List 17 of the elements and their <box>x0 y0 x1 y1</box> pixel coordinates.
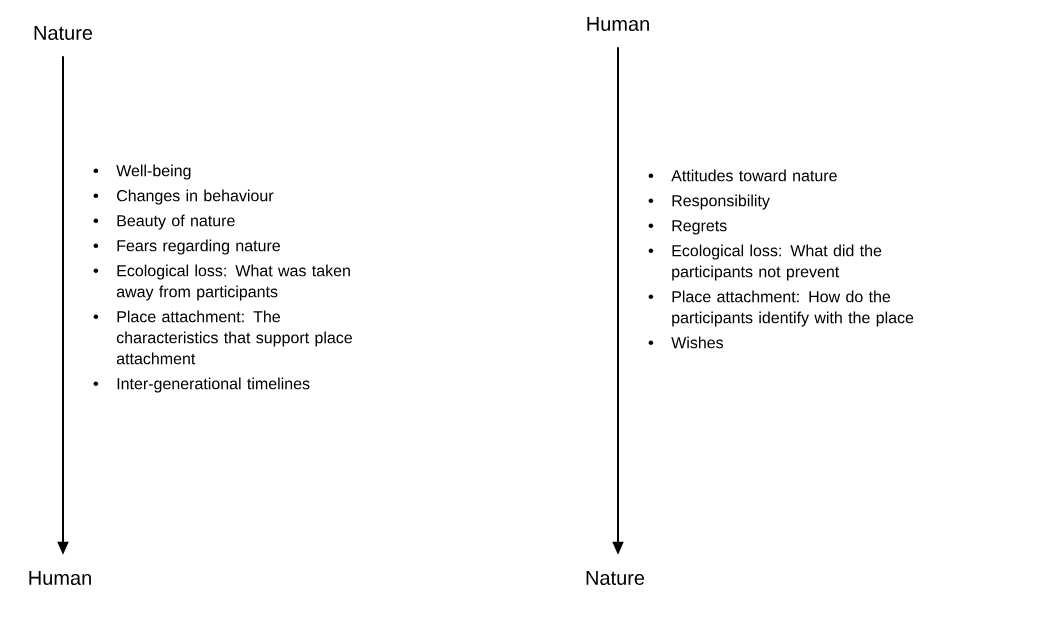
list-item: Responsibility <box>672 194 770 210</box>
list-item: Ecological loss: What did the participants not prevent <box>672 244 882 281</box>
list-item: Regrets <box>672 220 727 235</box>
list-item: Changes in behaviour <box>117 189 274 205</box>
list-item: Place attachment: The characteristics that support place attachment <box>116 310 352 365</box>
list-item: Wishes <box>671 336 724 349</box>
list-item: Ecological loss: What was taken away from participants <box>116 264 350 301</box>
axis-label: Nature <box>34 26 93 40</box>
axis-label: Human <box>587 17 649 31</box>
axis-label: Human <box>29 571 91 585</box>
list-item: Attitudes toward nature <box>671 169 837 182</box>
axis-label: Nature <box>586 571 645 585</box>
list-item: Inter-generational timelines <box>117 377 310 393</box>
list-item: Well-being <box>116 164 191 180</box>
list-item: Beauty of nature <box>117 214 235 230</box>
list-item: Fears regarding nature <box>117 239 280 255</box>
list-item: Place attachment: How do the participants identify with the place <box>672 290 914 327</box>
